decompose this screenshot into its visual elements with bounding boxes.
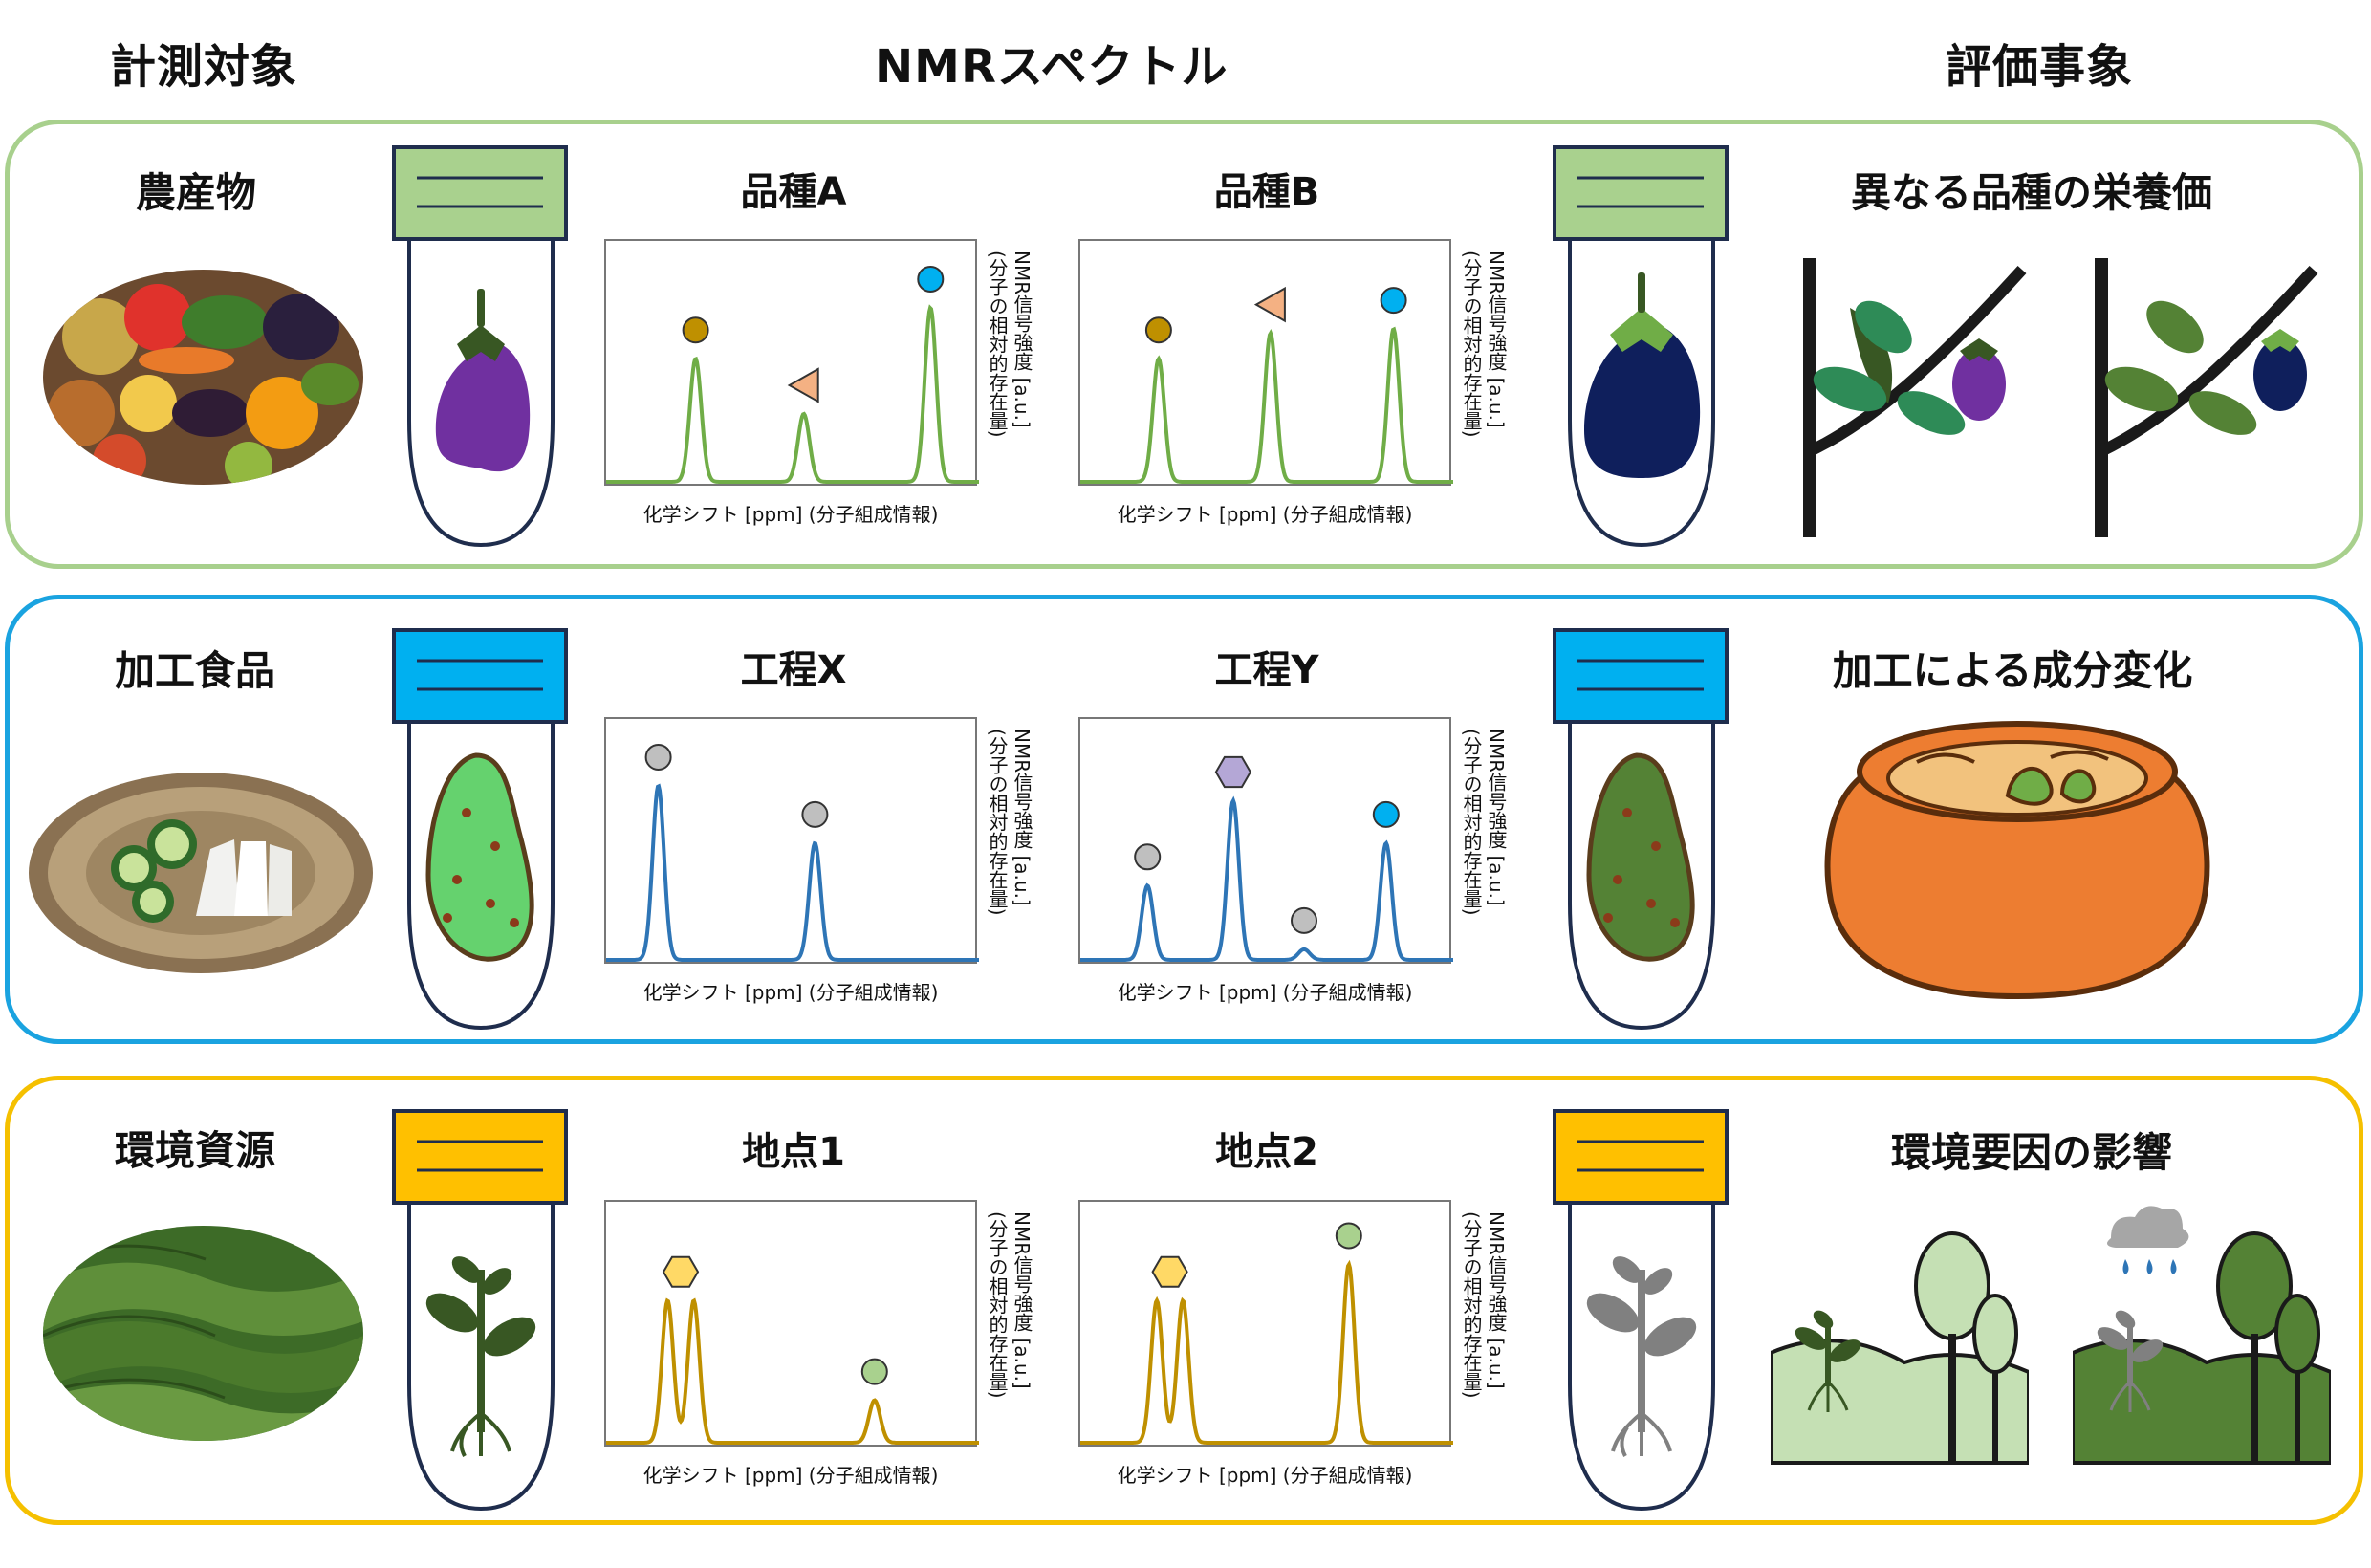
spectrum-plot <box>604 1200 979 1447</box>
peak-marker <box>1253 286 1286 323</box>
peak-marker <box>801 800 829 828</box>
peak-marker <box>1134 843 1162 871</box>
sample-tube-plant-gray <box>1551 1107 1732 1522</box>
evaluation-label: 異なる品種の栄養価 <box>1850 169 2212 216</box>
spectrum-title-b: 地点2 <box>1215 1130 1318 1174</box>
peak-marker <box>1380 287 1407 315</box>
peak-marker <box>1151 1255 1188 1288</box>
peak-marker <box>787 367 819 403</box>
eggplant-branch-icon <box>2084 250 2323 551</box>
peak-marker <box>917 265 945 293</box>
spectrum-line <box>1080 1259 1453 1445</box>
peak-marker <box>1335 1222 1362 1250</box>
peak-marker <box>662 1255 700 1288</box>
sample-tube-plant <box>390 1107 572 1522</box>
x-axis-label: 化学シフト [ppm] (分子組成情報) <box>642 1464 939 1487</box>
spectrum-title-a: 品種A <box>740 170 847 214</box>
sample-tube-eggplant-navy <box>1551 143 1732 558</box>
peak-marker <box>1372 800 1400 828</box>
pickles-photo <box>29 773 373 973</box>
x-axis-label: 化学シフト [ppm] (分子組成情報) <box>642 503 939 526</box>
x-axis-label: 化学シフト [ppm] (分子組成情報) <box>1117 981 1413 1004</box>
peak-marker <box>860 1358 888 1385</box>
evaluation-label: 加工による成分変化 <box>1832 647 2193 694</box>
spectrum-plot <box>1078 717 1453 964</box>
spectrum-title-b: 工程Y <box>1214 648 1319 692</box>
peak-marker <box>682 316 709 344</box>
x-axis-label: 化学シフト [ppm] (分子組成情報) <box>642 981 939 1004</box>
spectrum-line <box>606 783 979 962</box>
y-axis-label: NMR信号強度 [a.u.](分子の相対的存在量) <box>1460 1211 1508 1399</box>
landscape-clear-icon <box>1769 1229 2031 1471</box>
y-axis-label: NMR信号強度 [a.u.](分子の相対的存在量) <box>986 250 1033 438</box>
x-axis-label: 化学シフト [ppm] (分子組成情報) <box>1117 503 1413 526</box>
landscape-rain-icon <box>2071 1200 2333 1471</box>
y-axis-label: NMR信号強度 [a.u.](分子の相対的存在量) <box>1460 250 1508 438</box>
spectrum-line <box>1080 326 1453 484</box>
spectrum-plot <box>1078 239 1453 486</box>
spectrum-line <box>606 304 979 484</box>
tea-field-photo <box>43 1226 363 1441</box>
sample-tube-eggplant <box>390 143 572 558</box>
header-nmr: NMRスペクトル <box>875 40 1229 94</box>
category-label: 加工食品 <box>115 647 276 694</box>
category-label: 農産物 <box>136 169 257 216</box>
peak-marker <box>1144 316 1172 344</box>
eggplant-branch-icon <box>1793 250 2032 551</box>
vegetables-photo <box>43 270 363 485</box>
spectrum-title-a: 工程X <box>740 648 847 692</box>
pickle-pot-icon <box>1812 719 2223 1005</box>
sample-tube-cucumber <box>390 626 572 1041</box>
header-evaluation: 評価事象 <box>1946 40 2134 94</box>
spectrum-line <box>606 1297 979 1445</box>
category-label: 環境資源 <box>115 1127 276 1174</box>
spectrum-title-b: 品種B <box>1213 170 1320 214</box>
peak-marker <box>1214 755 1252 789</box>
evaluation-label: 環境要因の影響 <box>1890 1129 2172 1176</box>
sample-tube-cucumber-dark <box>1551 626 1732 1041</box>
y-axis-label: NMR信号強度 [a.u.](分子の相対的存在量) <box>986 729 1033 916</box>
peak-marker <box>1291 906 1317 934</box>
spectrum-plot <box>604 239 979 486</box>
spectrum-title-a: 地点1 <box>742 1130 845 1174</box>
x-axis-label: 化学シフト [ppm] (分子組成情報) <box>1117 1464 1413 1487</box>
header-target: 計測対象 <box>110 40 298 94</box>
y-axis-label: NMR信号強度 [a.u.](分子の相対的存在量) <box>986 1211 1033 1399</box>
peak-marker <box>644 743 672 771</box>
spectrum-plot <box>604 717 979 964</box>
y-axis-label: NMR信号強度 [a.u.](分子の相対的存在量) <box>1460 729 1508 916</box>
spectrum-plot <box>1078 1200 1453 1447</box>
spectrum-line <box>1080 795 1453 962</box>
